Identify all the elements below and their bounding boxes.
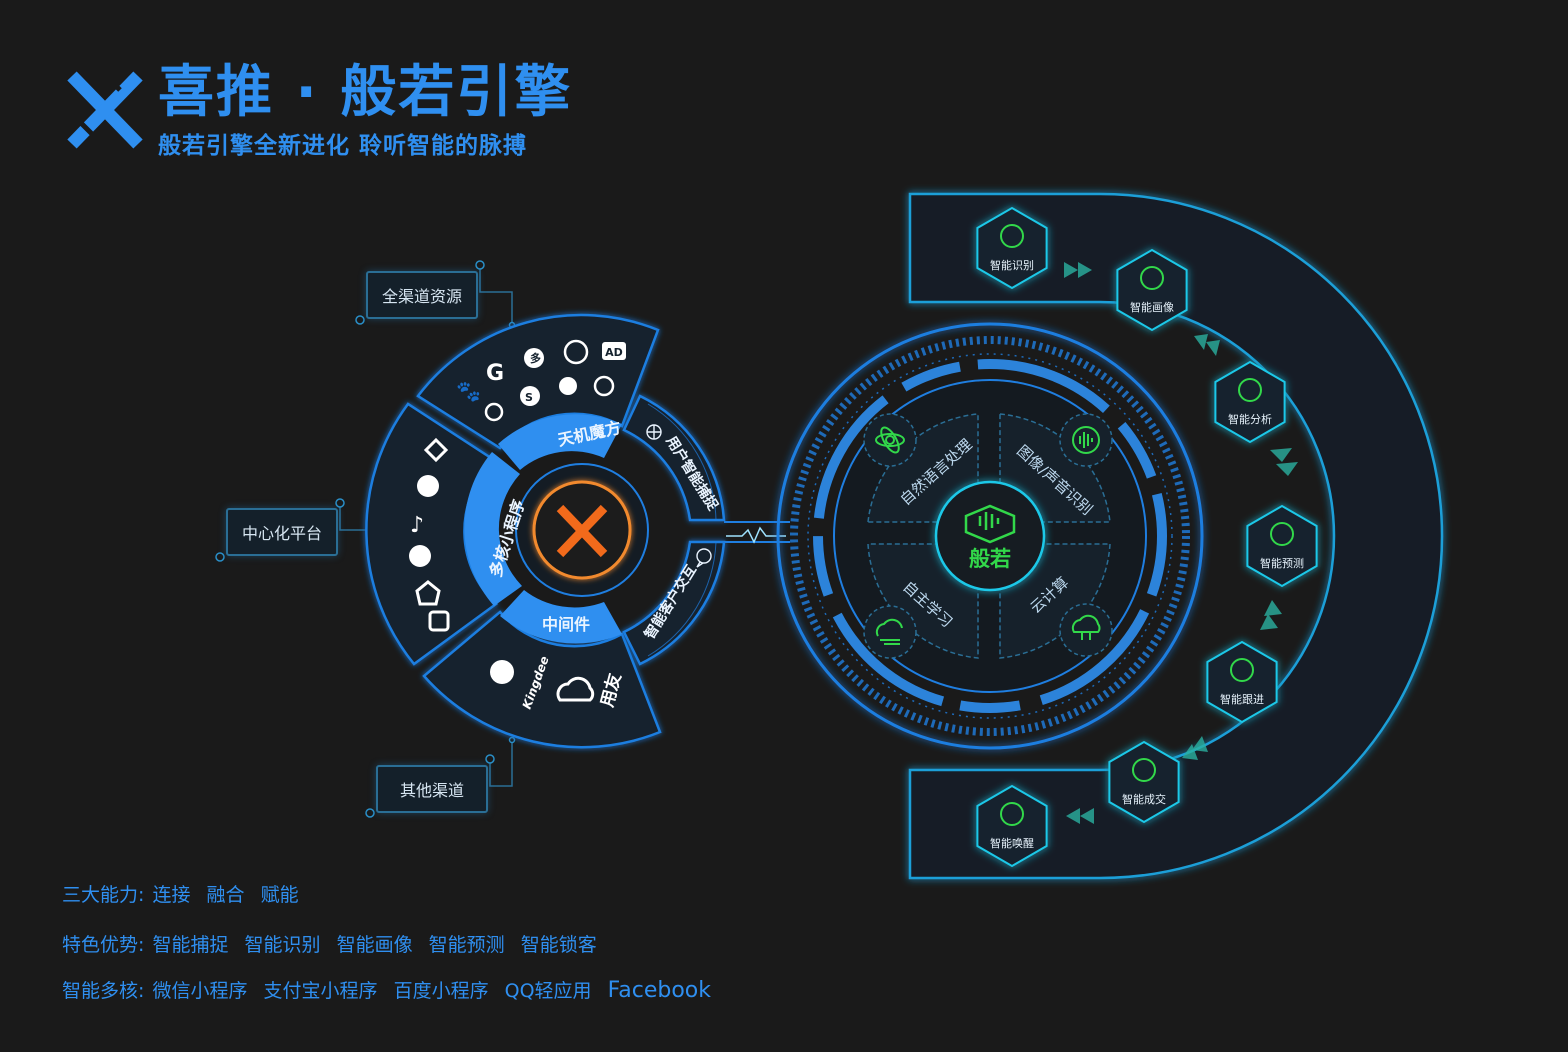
feature-item: 智能锁客: [520, 934, 597, 956]
tiktok-icon: ♪: [410, 513, 424, 538]
brand-title: 喜推 · 般若引擎: [158, 60, 573, 125]
feature-item: 智能预测: [428, 934, 505, 956]
step-identify-label: 智能识别: [990, 258, 1034, 272]
a360-glyph: 多: [530, 351, 541, 365]
core-label: 般若: [969, 547, 1011, 571]
label-all-channel: 全渠道资源: [366, 271, 478, 319]
sogou-glyph: S: [525, 391, 533, 404]
qihoo-icon: [563, 339, 589, 365]
step-wakeup-label: 智能唤醒: [990, 836, 1034, 850]
chevron-1: [1064, 262, 1092, 278]
step-follow-icon: [1230, 658, 1254, 682]
multicore-item: 支付宝小程序: [263, 980, 378, 1002]
step-predict-label: 智能预测: [1260, 556, 1304, 570]
ability-item: 融合: [206, 884, 245, 906]
chevron-4: [1260, 600, 1282, 630]
step-deal-label: 智能成交: [1122, 792, 1166, 806]
feature-item: 智能捕捉: [152, 934, 229, 956]
learning-icon: [875, 618, 903, 645]
mini-program-icon: [423, 437, 449, 463]
sound-wave-icon: [1072, 426, 1100, 454]
sogou-icon: [520, 386, 540, 406]
kingdee-bird-icon: [490, 660, 514, 684]
ad-label: AD: [605, 346, 623, 359]
search-o-icon: [484, 402, 504, 422]
step-deal-icon: [1132, 758, 1156, 782]
step-profile-label: 智能画像: [1130, 300, 1174, 314]
inner-ring-bottom: [500, 590, 622, 644]
inner-ring-left: [464, 452, 522, 606]
step-chevrons: [1064, 262, 1298, 824]
brand-logo: [62, 71, 143, 149]
chat-icon: [696, 548, 712, 568]
globe-icon: [646, 424, 662, 440]
left-engine-diagram: 天机魔方 多核小程序 中间件 用户智能捕捉 智能客户交互 🐾 G AD 多 S …: [215, 260, 790, 818]
label-central-platform: 中心化平台: [226, 508, 338, 556]
left-sector-icons: ♪: [409, 437, 450, 632]
abilities-lead: 三大能力:: [62, 884, 145, 906]
a360-icon: [524, 348, 544, 368]
step-follow-label: 智能跟进: [1220, 692, 1264, 706]
step-profile-icon: [1140, 266, 1164, 290]
inner-ring-bottom-label: 中间件: [542, 615, 590, 634]
multicore-item: QQ轻应用: [504, 980, 592, 1002]
features-line: 特色优势: 智能捕捉 智能识别 智能画像 智能预测 智能锁客: [62, 930, 607, 957]
right-engine-diagram: 自然语言处理 图像/声音识别 自主学习 云计算 般若 智能识别智能画像智能分析智…: [776, 192, 1444, 880]
google-icon: G: [486, 361, 504, 386]
core-wave-icon: [964, 504, 1016, 544]
weibo-icon: [559, 377, 577, 395]
baidu-smart-icon: [409, 545, 431, 567]
step-analysis-label: 智能分析: [1228, 412, 1272, 426]
multicore-lead: 智能多核:: [62, 980, 145, 1002]
multicore-item: Facebook: [607, 978, 711, 1003]
core-circle: [934, 480, 1046, 592]
cloud-compute-icon: [1071, 614, 1101, 640]
outer-track: [908, 192, 1444, 880]
sector-bottom: [422, 610, 662, 749]
alipay-icon: [417, 475, 439, 497]
pulse-line: [726, 526, 786, 544]
step-identify-icon: [1000, 224, 1024, 248]
ability-item: 赋能: [260, 884, 299, 906]
cloud-icon: [556, 676, 595, 702]
link-app-icon: [428, 610, 450, 632]
feature-item: 智能识别: [244, 934, 321, 956]
brand-subtitle: 般若引擎全新进化 聆听智能的脉搏: [158, 133, 528, 159]
qq-app-icon: [415, 580, 441, 606]
ad-icon: [602, 342, 626, 360]
inner-ring-top: [498, 414, 622, 470]
features-lead: 特色优势:: [62, 934, 145, 956]
multicore-line: 智能多核: 微信小程序 支付宝小程序 百度小程序 QQ轻应用 Facebook: [62, 976, 721, 1003]
quadrant-image-voice: [999, 413, 1111, 523]
label-other-channel: 其他渠道: [376, 765, 488, 813]
chevron-2: [1194, 334, 1220, 356]
core-logo-icon: [556, 504, 608, 558]
segment-lower: [622, 540, 726, 666]
step-analysis-icon: [1238, 378, 1262, 402]
step-predict-icon: [1270, 522, 1294, 546]
chevron-3: [1270, 448, 1298, 476]
ability-item: 连接: [152, 884, 191, 906]
tencent-icon: [593, 375, 615, 397]
chevron-6: [1066, 808, 1094, 824]
step-wakeup-icon: [1000, 802, 1024, 826]
baidu-icon: 🐾: [456, 379, 481, 403]
chevron-5: [1182, 736, 1208, 760]
multicore-item: 百度小程序: [393, 980, 489, 1002]
feature-item: 智能画像: [336, 934, 413, 956]
abilities-line: 三大能力: 连接 融合 赋能: [62, 880, 309, 907]
atom-icon: [875, 426, 905, 454]
multicore-item: 微信小程序: [152, 980, 248, 1002]
top-sector-icons: 🐾 G AD: [456, 339, 626, 422]
